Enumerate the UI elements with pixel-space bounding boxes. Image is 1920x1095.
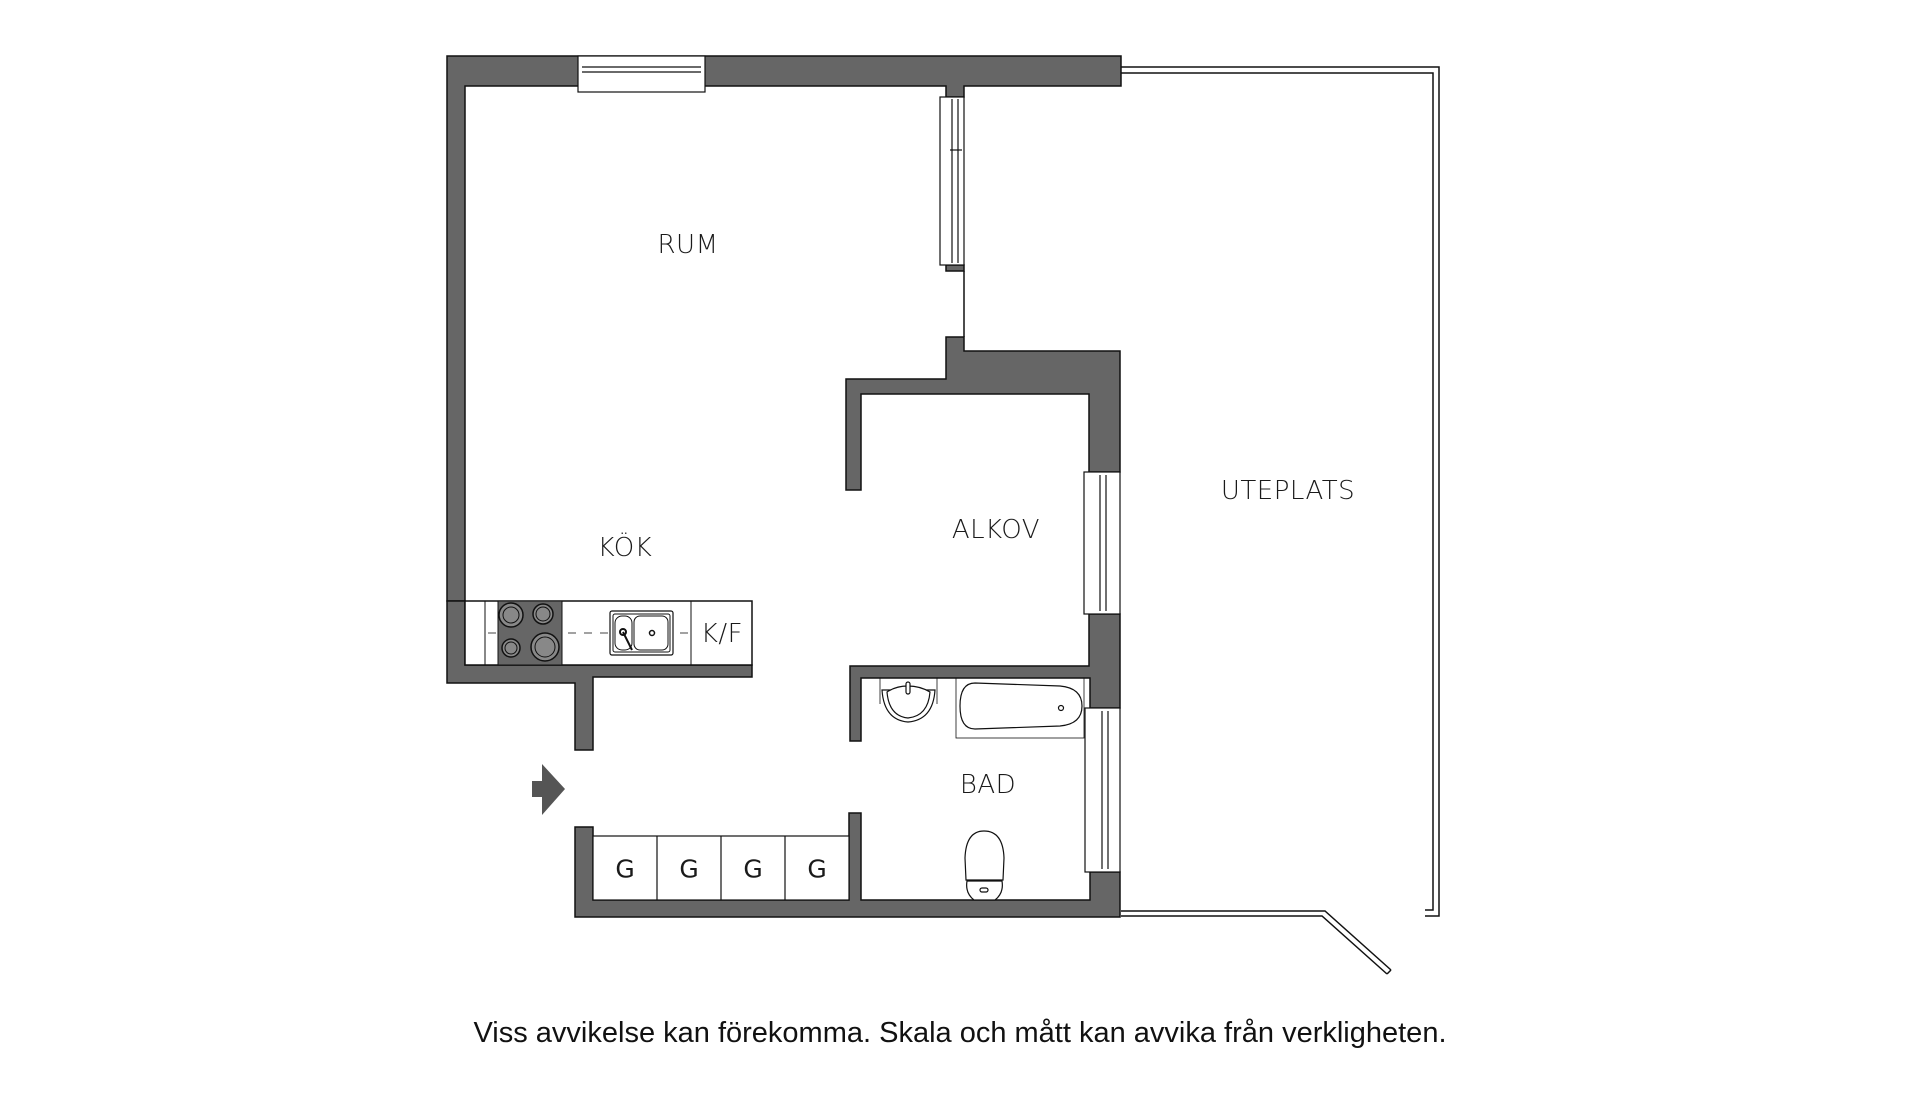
stove-icon: [497, 600, 563, 666]
window-top: [577, 55, 706, 93]
entrance-arrow-icon: [532, 764, 565, 815]
toilet-icon: [964, 830, 1005, 901]
bathtub-icon: [955, 677, 1085, 739]
room-label-alkov: ALKOV: [951, 515, 1041, 545]
closet-label: G: [743, 854, 763, 884]
room-label-uteplats: UTEPLATS: [1220, 476, 1356, 506]
room-label-bad: BAD: [959, 770, 1017, 800]
closet-label: G: [615, 854, 635, 884]
wall-rum-right-stub: [945, 264, 965, 272]
window-rum-right: [939, 96, 965, 266]
room-label-rum: RUM: [657, 230, 719, 260]
kitchen-counter: [464, 600, 753, 666]
room-label-kok: KÖK: [597, 533, 653, 563]
fridge-freezer-label: K/F: [700, 619, 744, 649]
closet-label: G: [679, 854, 699, 884]
window-bad: [1084, 707, 1121, 873]
closets: [592, 835, 850, 901]
disclaimer-caption: Viss avvikelse kan förekomma. Skala och …: [473, 1017, 1447, 1049]
patio-railing: [1121, 66, 1440, 975]
sink-icon: [609, 610, 674, 656]
washbasin-icon: [879, 678, 938, 723]
wall-alkov-right-lower: [849, 613, 1121, 742]
closet-label: G: [807, 854, 827, 884]
window-alkov: [1083, 471, 1121, 615]
wall-alkov-top: [845, 336, 1121, 491]
